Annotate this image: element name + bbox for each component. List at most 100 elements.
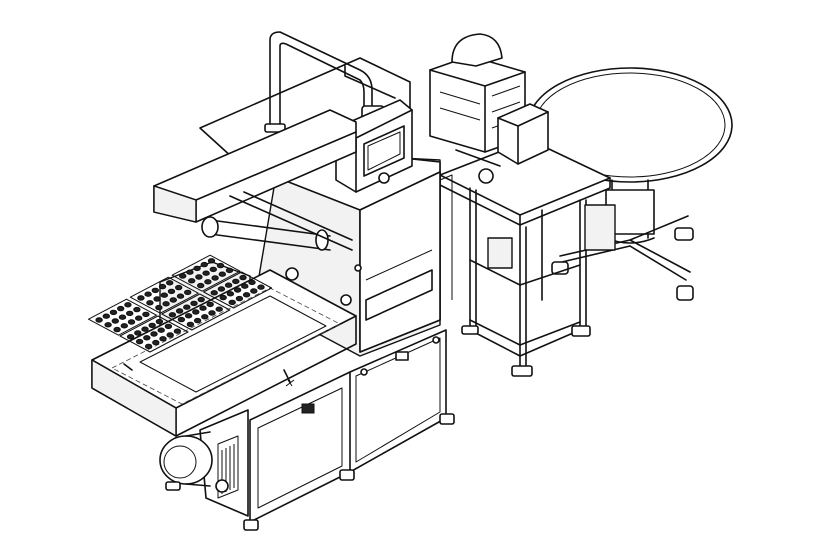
tray-platform — [91, 261, 357, 437]
tray-cavity — [151, 287, 160, 294]
tray-cavity — [162, 301, 170, 307]
tray-cavity-block — [88, 298, 157, 336]
tray-cavity-block — [129, 276, 199, 314]
tray-cavity — [144, 291, 152, 297]
tray-cavity — [193, 317, 202, 324]
tray-cavity — [200, 261, 209, 268]
tray-cavity — [207, 258, 216, 264]
tray-cavity — [159, 336, 167, 342]
tray-cavity — [137, 295, 145, 301]
tray-cavity — [239, 274, 247, 281]
tray-cavity — [135, 338, 144, 345]
tray-cavity — [177, 316, 186, 323]
tray-cavity — [186, 321, 195, 328]
tray-cavity — [173, 328, 182, 334]
tray-cavity — [186, 269, 194, 275]
center-mark — [285, 379, 295, 387]
tray-cavity — [206, 301, 214, 308]
tray-cavity — [209, 266, 218, 273]
tray-cavity — [250, 288, 258, 294]
tray-cavity — [155, 304, 163, 311]
tray-cavity — [195, 274, 203, 280]
tray-cavity — [166, 332, 174, 338]
tray-cavity — [127, 319, 136, 325]
tray-cavity — [160, 292, 169, 298]
tray-cavity — [176, 293, 185, 299]
tray-cavity — [143, 335, 151, 341]
tray-cavity — [134, 330, 142, 336]
tray-cavity — [216, 262, 225, 269]
tray-cavity — [168, 312, 177, 318]
tray-cavity — [218, 271, 227, 277]
tray-cavity — [104, 322, 112, 328]
tray-cavity — [169, 297, 178, 303]
tray-cavity — [202, 270, 210, 276]
tray-cavity — [126, 334, 135, 340]
labeler-unit — [429, 33, 549, 184]
tray-cavity — [133, 306, 141, 313]
conveyor-stand — [439, 139, 616, 377]
tray-cavity — [148, 322, 156, 329]
tray-cavity — [175, 308, 184, 314]
tray-cavity — [210, 290, 218, 296]
tray-cavity — [118, 314, 127, 320]
tray-cavity — [190, 300, 198, 307]
tray-cavity-block — [119, 315, 189, 353]
tray-cavity-block — [203, 271, 273, 309]
tray-cavity — [199, 305, 207, 311]
tray-cavity — [152, 339, 160, 346]
film-housing — [153, 109, 357, 223]
guide-marks — [123, 363, 291, 383]
tray-cavity — [183, 304, 191, 310]
tray-cavity — [225, 267, 234, 274]
tray-cavity — [126, 310, 134, 317]
tray-cavity — [184, 289, 192, 296]
tray-cavity — [235, 295, 244, 302]
tray-cavity — [142, 311, 150, 318]
tray-cavity — [146, 300, 154, 306]
tray-cavity — [197, 296, 205, 303]
tray-cavity — [242, 292, 251, 298]
tray-cavity — [215, 306, 223, 312]
tray-cavity — [201, 314, 209, 320]
tray-cavity — [155, 318, 164, 325]
tray-cavity — [157, 327, 165, 333]
tray-cavity — [204, 279, 212, 285]
tray-cavity — [226, 291, 235, 297]
tray-cavity — [150, 331, 158, 337]
product-tray-grid — [88, 254, 273, 353]
tray-cavity — [257, 284, 265, 290]
tray-cavity — [109, 309, 118, 316]
tray-cavity-block — [161, 293, 231, 331]
tray-cavity — [135, 315, 143, 321]
tray-cavity — [184, 313, 193, 319]
tray-cavity — [208, 310, 216, 316]
tray-cavity — [167, 288, 176, 295]
tray-cavity — [158, 283, 167, 290]
tray-cavity — [175, 284, 183, 291]
tray-cavity — [219, 294, 227, 301]
tray-cavity — [102, 313, 111, 319]
tray-cavity — [141, 326, 149, 332]
tray-cavity — [144, 343, 153, 350]
tray-cavity — [217, 286, 226, 292]
tray-cavity — [248, 279, 256, 286]
tray-cavity — [197, 282, 205, 289]
tray-cavity — [117, 305, 125, 312]
vacuum-pump — [159, 409, 249, 517]
tray-cavity — [124, 302, 132, 308]
tray-cavity — [211, 275, 219, 281]
tray-cavity — [228, 299, 236, 306]
tray-cavity — [113, 326, 121, 333]
tray-cavity — [193, 265, 201, 272]
tray-cavity — [179, 273, 187, 279]
tray-cavity — [192, 309, 200, 315]
tray-cavity — [241, 283, 249, 289]
tray-cavity — [111, 318, 120, 324]
film-rollers — [201, 191, 353, 306]
tray-cavity — [188, 278, 196, 284]
tray-cavity — [224, 282, 233, 288]
tray-cavity — [232, 278, 240, 285]
